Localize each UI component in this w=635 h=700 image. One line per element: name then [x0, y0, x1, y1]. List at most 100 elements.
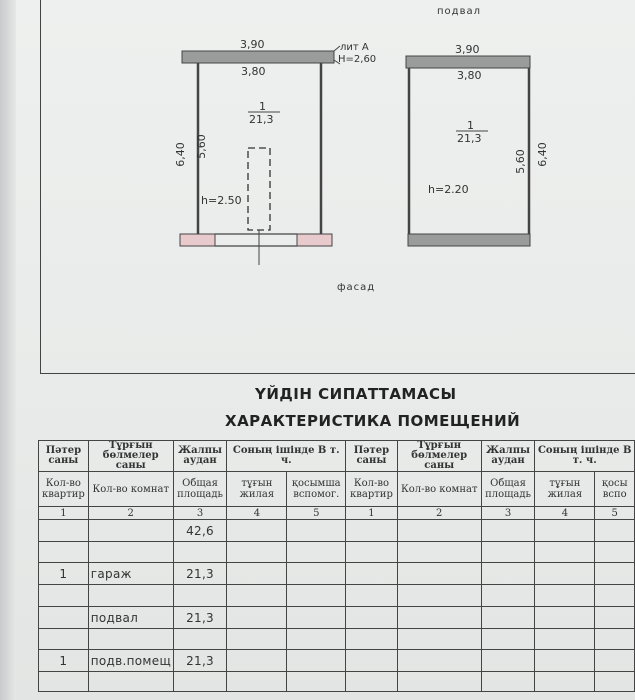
title-ru: ХАРАКТЕРИСТИКА ПОМЕЩЕНИЙ	[225, 412, 521, 430]
cell-empty	[594, 628, 635, 650]
left-outer-length: 6,40	[173, 142, 187, 167]
th-sub-apartments: Кол-во квартир	[38, 471, 89, 507]
table-row	[38, 628, 635, 650]
table-row	[38, 584, 635, 607]
cell-count	[38, 671, 89, 692]
table-row: подвал 21,3	[38, 606, 635, 629]
cell-empty	[286, 649, 347, 672]
cell-empty	[594, 584, 635, 607]
right-outer-length: 6,40	[535, 142, 549, 167]
left-ceiling-height: h=2.50	[201, 194, 242, 207]
th-sub-area-2: Общая площадь	[480, 471, 536, 507]
cell-room	[87, 628, 174, 650]
cell-area: 21,3	[172, 649, 228, 672]
left-room-bottom-wall-right	[296, 233, 333, 247]
cell-empty	[396, 649, 482, 672]
cell-empty	[396, 519, 482, 542]
cell-area	[172, 628, 228, 650]
col-number: 1	[345, 506, 398, 520]
cell-empty	[345, 649, 398, 672]
th-sub-aux-2: қосы вспо	[594, 471, 635, 507]
table-row	[38, 671, 635, 692]
cell-empty	[226, 606, 288, 629]
cell-empty	[226, 519, 288, 542]
cell-empty	[534, 649, 596, 672]
cell-empty	[534, 541, 596, 563]
th-sub-rooms-2: Кол-во комнат	[396, 471, 482, 507]
cell-empty	[396, 541, 482, 563]
cell-room	[87, 541, 174, 563]
th-sub-apartments-2: Кол-во квартир	[345, 471, 398, 507]
col-number: 5	[594, 506, 635, 520]
page-label: подвал	[437, 6, 481, 17]
cell-empty	[594, 562, 635, 585]
column-number-row: 1 2 3 4 5 1 2 3 4 5	[38, 506, 635, 520]
col-number: 2	[396, 506, 482, 520]
th-rooms: Тұрғын бөлмелер саны	[87, 440, 174, 472]
cell-empty	[286, 671, 347, 692]
col-number: 5	[286, 506, 347, 520]
cell-empty	[345, 541, 398, 563]
cell-empty	[534, 628, 596, 650]
th-sub-living: тұғын жилая	[226, 471, 288, 507]
th-sub-aux: қосымша вспомог.	[286, 471, 347, 507]
cell-empty	[286, 562, 347, 585]
cell-empty	[594, 519, 635, 542]
cell-empty	[480, 628, 536, 650]
cell-empty	[345, 584, 398, 607]
cell-empty	[534, 519, 596, 542]
cell-empty	[480, 606, 536, 629]
cell-empty	[480, 671, 536, 692]
left-room-top-wall	[181, 50, 335, 64]
cell-room	[87, 584, 174, 607]
cell-empty	[396, 671, 482, 692]
cell-count	[38, 541, 89, 563]
col-number: 2	[87, 506, 174, 520]
cell-count	[38, 519, 89, 542]
right-room-bottom-wall	[407, 233, 531, 247]
cell-count	[38, 584, 89, 607]
cell-area	[172, 671, 228, 692]
cell-empty	[226, 562, 288, 585]
cell-empty	[480, 584, 536, 607]
cell-empty	[396, 606, 482, 629]
cell-empty	[534, 671, 596, 692]
cell-empty	[594, 606, 635, 629]
cell-room: подв.помещ	[87, 649, 174, 672]
area-fraction-top: 1	[259, 100, 266, 113]
th-rooms-2: Тұрғын бөлмелер саны	[396, 440, 482, 472]
title-kz: ҮЙДІН СИПАТТАМАСЫ	[255, 385, 457, 403]
col-number: 4	[226, 506, 288, 520]
height-label: H=2,60	[338, 54, 377, 65]
cell-empty	[594, 649, 635, 672]
right-ceiling-height: h=2.20	[428, 183, 469, 196]
cell-empty	[286, 519, 347, 542]
th-sub-area: Общая площадь	[172, 471, 228, 507]
rooms-table: Пәтер саны Тұрғын бөлмелер саны Жалпы ау…	[38, 440, 635, 692]
cell-count: 1	[38, 649, 89, 672]
right-room-plan	[405, 55, 531, 247]
right-outer-width: 3,90	[455, 43, 480, 56]
cell-empty	[534, 584, 596, 607]
cell-empty	[534, 606, 596, 629]
cell-empty	[226, 649, 288, 672]
right-area-fraction-top: 1	[467, 119, 474, 132]
cell-area: 21,3	[172, 562, 228, 585]
cell-empty	[226, 671, 288, 692]
right-room-top-wall	[405, 55, 531, 69]
cell-room	[87, 519, 174, 542]
cell-empty	[226, 628, 288, 650]
plan-frame	[40, 0, 635, 374]
inspection-pit	[247, 147, 271, 231]
cell-empty	[226, 584, 288, 607]
cell-empty	[396, 628, 482, 650]
area-fraction-bottom: 21,3	[249, 113, 274, 126]
cell-empty	[396, 562, 482, 585]
cell-count: 1	[38, 562, 89, 585]
cell-empty	[345, 671, 398, 692]
th-area: Жалпы аудан	[172, 440, 228, 472]
cell-area: 21,3	[172, 606, 228, 629]
cell-room: гараж	[87, 562, 174, 585]
header-row-sub: Кол-во квартир Кол-во комнат Общая площа…	[38, 471, 635, 507]
